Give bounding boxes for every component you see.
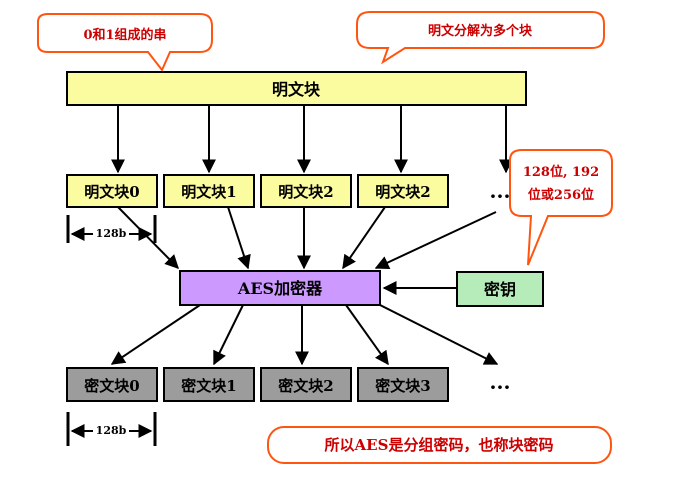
plaintext-block-2: 明文块2: [260, 174, 352, 208]
plaintext-block-2-label: 明文块2: [278, 183, 333, 201]
plaintext-block-1-label: 明文块1: [181, 183, 236, 201]
output-arrows: [110, 304, 499, 366]
callout-block-cipher-text: 所以AES是分组密码，也称块密码: [325, 436, 554, 454]
plaintext-block-0: 明文块0: [66, 174, 158, 208]
ciphertext-block-1-label: 密文块1: [181, 377, 236, 395]
block-size-label-bottom: 128b: [96, 424, 127, 437]
ciphertext-block-2-label: 密文块2: [278, 377, 333, 395]
plaintext-bar-label: 明文块: [272, 80, 321, 99]
ciphertext-block-2: 密文块2: [260, 367, 352, 402]
plaintext-block-1: 明文块1: [163, 174, 255, 208]
ciphertext-block-0: 密文块0: [66, 367, 158, 402]
plaintext-block-3: 明文块2: [357, 174, 449, 208]
callout-bit-string: 0和1组成的串: [37, 13, 213, 72]
key-box: 密钥: [456, 271, 544, 307]
callout-block-cipher: 所以AES是分组密码，也称块密码: [267, 426, 612, 464]
plaintext-bar: 明文块: [66, 71, 527, 106]
plaintext-block-3-label: 明文块2: [375, 183, 430, 201]
callout-split-blocks: 明文分解为多个块: [356, 11, 605, 65]
ciphertext-block-3-label: 密文块3: [375, 377, 430, 395]
ciphertext-block-0-label: 密文块0: [84, 377, 139, 395]
aes-encryptor: AES加密器: [179, 270, 381, 306]
callout-key-sizes-line1: 128位, 192: [523, 164, 599, 180]
plaintext-ellipsis: ···: [490, 184, 511, 208]
ciphertext-ellipsis: ···: [490, 375, 511, 399]
ciphertext-block-1: 密文块1: [163, 367, 255, 402]
block-size-label-top: 128b: [96, 227, 127, 240]
callout-key-sizes: 128位, 192 位或256位: [509, 149, 613, 266]
callout-split-blocks-text: 明文分解为多个块: [428, 23, 533, 39]
block-size-dimension-bottom: 128b: [66, 412, 157, 446]
callout-key-sizes-line2: 位或256位: [528, 187, 594, 203]
input-arrows: [117, 206, 497, 270]
callout-bit-string-text: 0和1组成的串: [83, 27, 166, 43]
key-box-label: 密钥: [483, 280, 516, 299]
ciphertext-block-3: 密文块3: [357, 367, 449, 402]
block-size-dimension-top: 128b: [66, 215, 157, 243]
plaintext-block-0-label: 明文块0: [84, 183, 139, 201]
aes-encryptor-label: AES加密器: [237, 279, 323, 298]
split-arrows: [111, 105, 513, 174]
